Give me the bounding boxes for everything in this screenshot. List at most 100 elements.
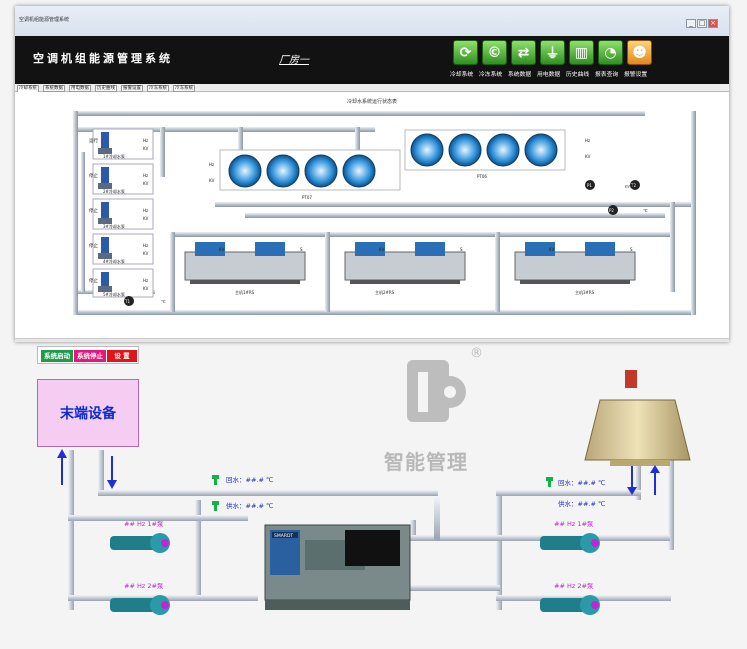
minimize-button[interactable]: _ xyxy=(686,19,696,28)
pipes-horizontal xyxy=(75,111,695,315)
tower-right-label: PT06 xyxy=(477,174,487,179)
pump-right-1-label: ## Hz 1#泵 xyxy=(554,520,594,528)
chiller-brand: SMARDT xyxy=(274,533,293,539)
chiller-label-2: 主机2#RS xyxy=(375,289,395,295)
control-bar: 系统启动 系统停止 设 置 xyxy=(37,346,139,364)
pump-right-2-label: ## Hz 2#泵 xyxy=(554,582,594,590)
plant-selector[interactable]: 厂房一 xyxy=(279,55,309,66)
pump-label-1: 1#冷却水泵 xyxy=(103,153,125,159)
terminal-equipment[interactable]: 末端设备 xyxy=(37,379,139,447)
tower-left-hz: Hz xyxy=(209,162,214,167)
tab-system-data[interactable]: 系统数据 xyxy=(43,85,65,92)
chiller-kv-1: KV xyxy=(219,247,225,252)
chiller-s-1: S xyxy=(300,247,303,252)
pump-kv-2: KV xyxy=(143,181,149,186)
pump-kv-3: KV xyxy=(143,216,149,221)
temp-unit-right: ℃ xyxy=(643,208,648,213)
diagram-title: 冷却水系统运行状态表 xyxy=(347,98,397,105)
sensor-t1: T1 xyxy=(124,299,130,304)
pump-kv-1: KV xyxy=(143,146,149,151)
tower-right-hz: Hz xyxy=(585,138,590,143)
temp-unit-left: ℃ xyxy=(161,299,166,304)
pump-hz-5: Hz xyxy=(143,278,148,283)
tower-left-kv: KV xyxy=(209,178,215,183)
flow-unit: m³/h xyxy=(625,184,635,189)
chilled-pumps-right: ## Hz 1#泵 ## Hz 2#泵 xyxy=(540,520,600,615)
tab-chilled-2[interactable]: 冷冻系统 xyxy=(173,85,195,92)
return-water-left: 回水：##.# ℃ xyxy=(226,475,273,484)
nav-label-cooling[interactable]: 冷却系统 xyxy=(450,72,474,78)
chiller-kv-3: KV xyxy=(549,247,555,252)
tab-alarm[interactable]: 报警设置 xyxy=(121,85,143,92)
cooling-tower-pt07: PT07 Hz KV xyxy=(209,149,401,200)
cycle-c-icon[interactable]: © xyxy=(482,40,507,65)
pump-hz-4: Hz xyxy=(143,243,148,248)
settings-button[interactable]: 设 置 xyxy=(107,350,137,362)
tab-power-data[interactable]: 用电数据 xyxy=(69,85,91,92)
registered-mark: ® xyxy=(470,346,483,361)
return-water-right: 回水：##.# ℃ xyxy=(558,478,605,487)
nav-label-alarm[interactable]: 报警设置 xyxy=(624,72,648,78)
nav-label-report[interactable]: 报表查询 xyxy=(595,72,619,78)
status-bar xyxy=(15,338,729,342)
tab-bar: 冷却系统 系统数据 用电数据 历史曲线 报警设置 冷冻系统 冷冻系统 xyxy=(15,84,729,92)
system-start-button[interactable]: 系统启动 xyxy=(41,350,73,362)
pump-left-1-label: ## Hz 1#泵 xyxy=(124,520,164,528)
pump-state-1: 运行 xyxy=(89,137,98,144)
close-button[interactable]: × xyxy=(708,19,718,28)
cooling-tower-pt06: PT06 Hz KV xyxy=(404,129,591,179)
chiller-label-3: 主机3#RS xyxy=(575,289,595,295)
app-title: 空调机组能源管理系统 xyxy=(33,52,173,65)
pump-left-2-label: ## Hz 2#泵 xyxy=(124,582,164,590)
sensors: P1 T2 P2 m³/h ℃ T1 ℃ xyxy=(124,180,648,306)
pump-state-2: 停止 xyxy=(89,172,98,179)
sensor-p1: P1 xyxy=(587,183,592,188)
tower-right-kv: KV xyxy=(585,154,591,159)
sync-icon[interactable]: ⇄ xyxy=(511,40,536,65)
pump-state-4: 停止 xyxy=(89,242,98,249)
pump-hz-2: Hz xyxy=(143,173,148,178)
pump-label-2: 2#冷却水泵 xyxy=(103,188,125,194)
flow-arrows-terminal xyxy=(57,449,117,489)
nav-label-chilled[interactable]: 冷冻系统 xyxy=(479,72,503,78)
nav-label-system-data[interactable]: 系统数据 xyxy=(508,72,532,78)
pump-kv-5: KV xyxy=(143,286,149,291)
chiller-s-2: S xyxy=(460,247,463,252)
cycle-icon[interactable]: ⟳ xyxy=(453,40,478,65)
window-titlebar: 空调机组能源管理系统 _ □ × xyxy=(15,6,729,36)
pump-kv-4: KV xyxy=(143,251,149,256)
temperature-labels: 回水：##.# ℃ 供水：##.# ℃ 回水：##.# ℃ 供水：##.# ℃ xyxy=(212,475,605,511)
chillers: 主机1#RS KV S 主机2#RS KV S 主机3#RS KV S xyxy=(184,242,636,295)
chiller-unit: SMARDT xyxy=(264,524,411,610)
nav-label-power-data[interactable]: 用电数据 xyxy=(537,72,561,78)
supply-water-right: 供水：##.# ℃ xyxy=(558,499,605,508)
pie-chart-icon[interactable]: ◔ xyxy=(598,40,623,65)
supply-water-left: 供水：##.# ℃ xyxy=(226,501,273,510)
window-title: 空调机组能源管理系统 xyxy=(19,17,70,23)
cooling-tower-icon xyxy=(584,370,691,495)
plug-icon[interactable]: ⏚ xyxy=(540,40,565,65)
tab-history[interactable]: 历史曲线 xyxy=(95,85,117,92)
tab-cooling[interactable]: 冷却系统 xyxy=(17,85,39,92)
pump-label-5: 5#冷却水泵 xyxy=(103,291,125,297)
bar-chart-icon[interactable]: ▥ xyxy=(569,40,594,65)
pump-label-3: 3#冷却水泵 xyxy=(103,223,125,229)
user-icon[interactable]: ☻ xyxy=(627,40,652,65)
app-header: 空调机组能源管理系统 厂房一 ⟳ © ⇄ ⏚ ▥ ◔ ☻ 冷却系统 冷冻系统 系… xyxy=(15,36,729,84)
cooling-water-diagram: 冷却水系统运行状态表 xyxy=(73,98,696,315)
system-stop-button[interactable]: 系统停止 xyxy=(74,350,106,362)
pump-state-3: 停止 xyxy=(89,207,98,214)
brand-logo-icon xyxy=(407,360,466,422)
app-window-screenshot: 空调机组能源管理系统 _ □ × 空调机组能源管理系统 厂房一 ⟳ © ⇄ ⏚ … xyxy=(15,6,729,342)
maximize-button[interactable]: □ xyxy=(697,19,707,28)
sensor-p2: P2 xyxy=(609,208,614,213)
brand-text: 智能管理 xyxy=(384,450,468,474)
tab-chilled[interactable]: 冷冻系统 xyxy=(147,85,169,92)
pump-state-5: 停止 xyxy=(89,277,98,284)
chiller-kv-2: KV xyxy=(379,247,385,252)
pump-hz-3: Hz xyxy=(143,208,148,213)
pipes-vertical-bottom xyxy=(68,450,674,610)
chilled-water-schematic: 回水：##.# ℃ 供水：##.# ℃ 回水：##.# ℃ 供水：##.# ℃ … xyxy=(57,360,691,615)
nav-label-history[interactable]: 历史曲线 xyxy=(566,72,590,78)
chiller-s-3: S xyxy=(630,247,633,252)
